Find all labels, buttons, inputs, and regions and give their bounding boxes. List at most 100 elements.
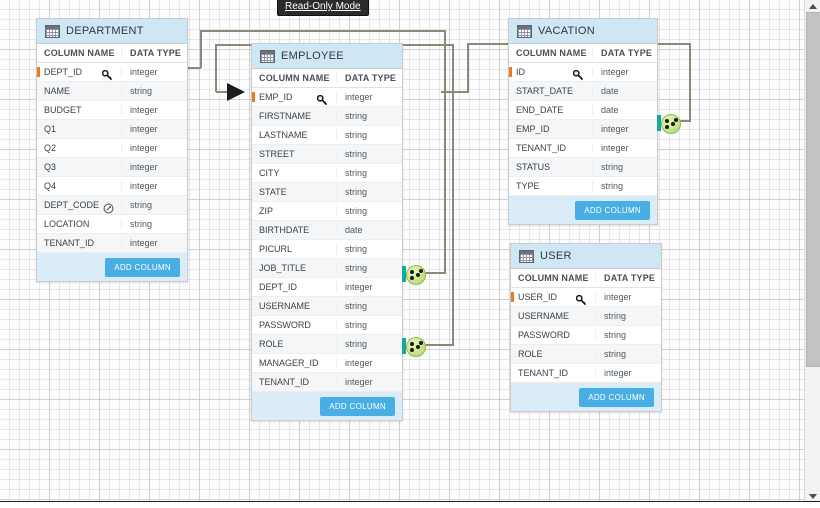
column-name-cell: NAME [37,86,121,96]
entity-footer: ADD COLUMN [511,383,661,411]
column-name-cell: BUDGET [37,105,121,115]
column-type-cell: string [336,130,402,140]
column-type-cell: integer [121,124,187,134]
add-column-button[interactable]: ADD COLUMN [320,396,395,416]
entity-header[interactable]: VACATION [509,19,657,44]
column-type-cell: integer [336,282,402,292]
column-name-text: PASSWORD [518,330,570,340]
data-type-header: DATA TYPE [595,273,661,283]
column-row[interactable]: DEPT_ID integer [37,63,187,82]
column-name-cell: STREET [252,149,336,159]
add-column-button[interactable]: ADD COLUMN [575,200,650,220]
column-name-text: NAME [44,86,71,96]
column-name-cell: TYPE [509,181,592,191]
column-name-cell: DEPT_CODE [37,200,121,214]
column-name-text: STREET [259,149,295,159]
column-type-cell: integer [121,67,187,77]
column-name-text: EMP_ID [259,92,293,102]
column-row[interactable]: DEPT_ID integer [252,278,402,297]
column-type-cell: string [336,206,402,216]
column-name-text: CITY [259,168,280,178]
column-name-text: DEPT_ID [44,67,83,77]
column-name-cell: MANAGER_ID [252,358,336,368]
entity-title: DEPARTMENT [66,25,144,37]
column-name-text: USER_ID [518,292,558,302]
column-name-cell: STATE [252,187,336,197]
scrollbar-thumb[interactable] [806,12,820,367]
scroll-up-arrow-icon[interactable] [805,0,820,12]
column-name-cell: CITY [252,168,336,178]
column-name-cell: Q3 [37,162,121,172]
column-name-text: ROLE [259,339,284,349]
column-type-cell: string [336,320,402,330]
column-name-cell: Q1 [37,124,121,134]
column-type-cell: string [121,200,187,210]
connector-knob-icon[interactable] [661,114,681,134]
column-name-cell: LOCATION [37,219,121,229]
column-type-cell: string [336,149,402,159]
scroll-down-arrow-icon[interactable] [805,490,820,502]
vertical-scrollbar[interactable] [804,0,820,502]
connector-bar [657,115,661,131]
column-name-text: DEPT_ID [259,282,298,292]
column-name-cell: FIRSTNAME [252,111,336,121]
column-name-text: FIRSTNAME [259,111,312,121]
column-name-text: TENANT_ID [518,368,569,378]
add-column-button[interactable]: ADD COLUMN [105,257,180,277]
column-type-cell: string [336,244,402,254]
connector-knob-icon[interactable] [406,337,426,357]
column-row[interactable]: EMP_ID integer [252,88,402,107]
primary-key-marker [37,67,40,77]
connector-knob-icon[interactable] [406,265,426,285]
column-name-cell: USERNAME [511,311,595,321]
entity-header[interactable]: DEPARTMENT [37,19,187,44]
column-row[interactable]: STREET string [252,145,402,164]
column-type-cell: integer [336,92,402,102]
column-type-cell: string [595,311,661,321]
add-column-button[interactable]: ADD COLUMN [579,387,654,407]
primary-key-marker [509,67,512,77]
entity-header[interactable]: USER [511,244,661,269]
entity-header[interactable]: EMPLOYEE [252,44,402,69]
